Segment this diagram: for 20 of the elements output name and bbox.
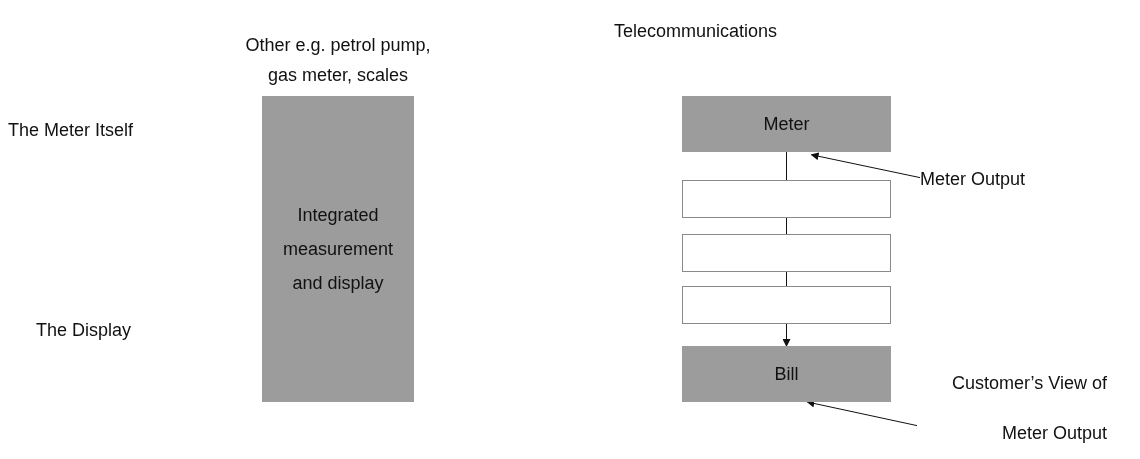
connector-line bbox=[786, 271, 787, 287]
callout-text: Meter Output bbox=[920, 165, 1110, 193]
text-label: Other e.g. petrol pump, gas meter, scales bbox=[244, 34, 432, 87]
empty-box bbox=[682, 286, 891, 324]
empty-box bbox=[682, 234, 891, 272]
connector-line bbox=[786, 217, 787, 235]
connector-line bbox=[786, 151, 787, 181]
process-box bbox=[262, 96, 414, 402]
box-label: Meter bbox=[763, 113, 810, 135]
callout-text: Customer’s View of Meter Output bbox=[917, 368, 1107, 448]
text-label: The Display bbox=[36, 319, 132, 342]
box-label: Bill bbox=[774, 363, 799, 385]
bill-box bbox=[682, 346, 891, 402]
arrow bbox=[782, 323, 791, 347]
box-label: Integrated measurement and display bbox=[281, 204, 395, 295]
meter-box bbox=[682, 96, 891, 152]
text-label: Telecommunications bbox=[614, 20, 778, 43]
text-label: The Meter Itself bbox=[8, 119, 134, 142]
empty-box bbox=[682, 180, 891, 218]
leader-line bbox=[810, 152, 921, 179]
